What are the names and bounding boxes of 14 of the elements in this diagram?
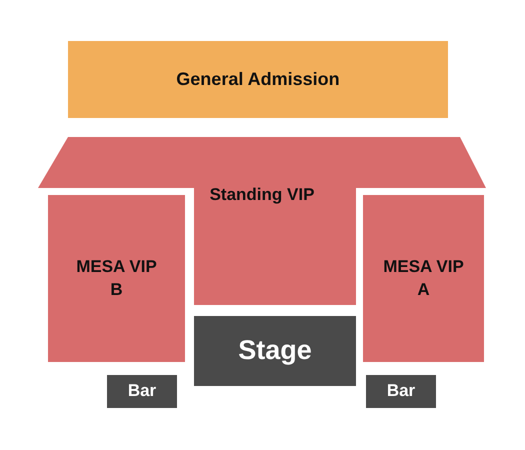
section-label: Bar xyxy=(386,380,416,402)
bar-area xyxy=(107,375,177,408)
seating-section xyxy=(48,195,185,362)
seating-section xyxy=(363,195,484,362)
seating-section xyxy=(38,137,486,305)
section-label: Standing VIP xyxy=(210,184,314,206)
section-label: Bar xyxy=(128,380,156,402)
stage xyxy=(194,316,356,386)
bar-area xyxy=(366,375,436,408)
seating-section xyxy=(68,41,448,118)
section-label: Stage xyxy=(238,334,312,368)
section-label: General Admission xyxy=(176,68,340,91)
section-label: MESA VIP B xyxy=(75,256,158,300)
section-label: MESA VIP A xyxy=(382,256,465,300)
